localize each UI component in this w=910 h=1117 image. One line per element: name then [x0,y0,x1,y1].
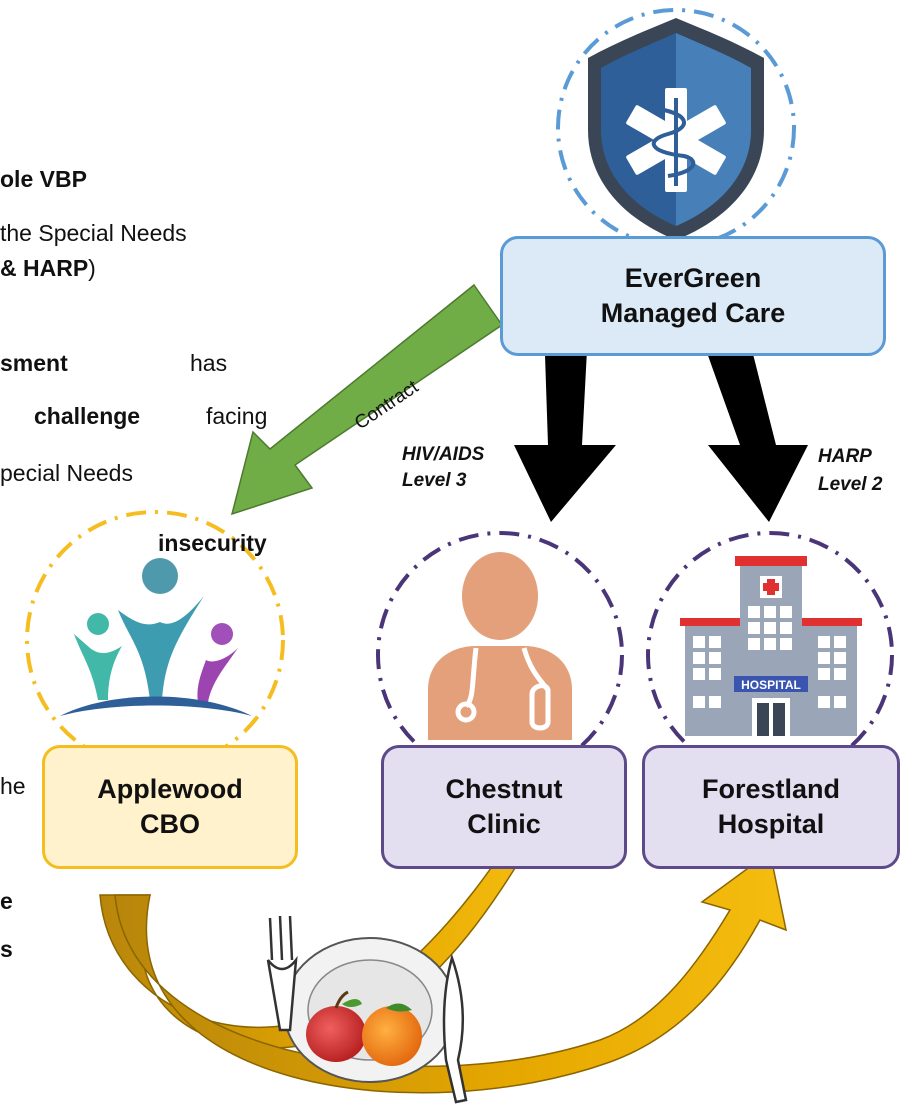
evergreen-line2: Managed Care [600,298,786,328]
bg-text-line8: he [0,773,26,799]
chestnut-clinic-node[interactable]: Chestnut Clinic [381,745,627,869]
evergreen-managed-care-node[interactable]: EverGreen Managed Care [500,236,886,356]
forestland-line2: Hospital [717,809,825,839]
forestland-line1: Forestland [701,773,841,804]
bg-text-line4-end: has [190,350,228,376]
bg-text-line1: ole VBP [0,166,87,192]
fruit-plate-icon [266,915,468,1104]
arrow-to-forestland [706,350,808,522]
chestnut-line1: Chestnut [445,773,563,804]
bg-text-line3-bold: & HARP [0,255,89,281]
hiv-level-label-line2: Level 3 [402,470,467,491]
chestnut-line2: Clinic [467,809,541,839]
harp-level-label-line1: HARP [818,446,872,467]
bg-text-line5-bold: challenge [34,403,141,429]
bg-text-line3: & HARP) [0,257,96,280]
doctor-icon [376,531,624,779]
hospital-icon: HOSPITAL [646,531,894,779]
evergreen-line1: EverGreen [624,262,762,293]
bg-text-line7: insecurity [158,530,267,556]
applewood-cbo-node[interactable]: Applewood CBO [42,745,298,869]
hospital-sign: HOSPITAL [741,678,801,692]
bg-text-line3-end: ) [88,255,96,281]
bg-text-line2: the Special Needs [0,220,187,246]
bg-text-line4-bold: sment [0,350,68,376]
bg-text-line10: s [0,936,13,962]
bg-text-line5-end: facing [206,403,268,429]
arrow-to-chestnut [514,350,616,522]
bg-text-line9: e [0,888,13,914]
harp-level-label-line2: Level 2 [818,474,883,495]
bg-text-line6: pecial Needs [0,460,133,486]
hiv-level-label-line1: HIV/AIDS [402,444,485,465]
community-people-icon [25,510,285,770]
star-of-life-shield-icon [556,8,796,248]
applewood-line1: Applewood [97,773,243,804]
applewood-line2: CBO [140,809,200,839]
forestland-hospital-node[interactable]: Forestland Hospital [642,745,900,869]
